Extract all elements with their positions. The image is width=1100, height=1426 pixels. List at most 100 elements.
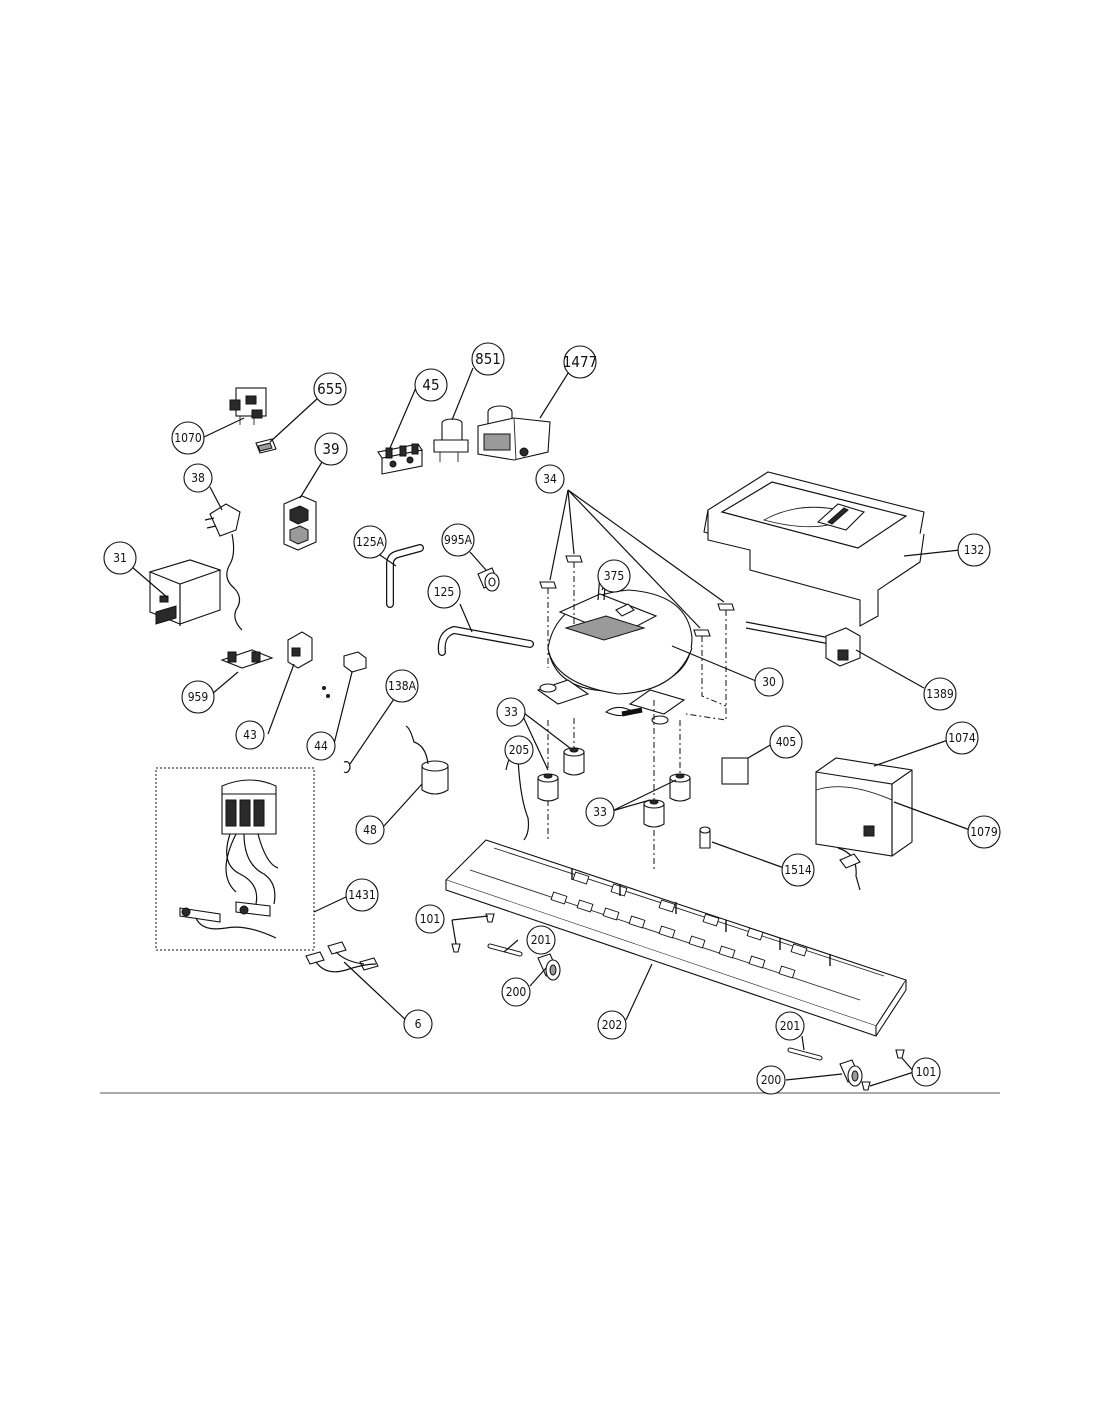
svg-text:43: 43 [243,728,257,742]
callout-202: 202 [597,1010,627,1040]
part-6-harness [305,941,379,973]
part-39-starter [283,495,317,551]
svg-text:205: 205 [509,743,530,757]
part-200-foot-right [839,1059,863,1087]
callout-200-left: 200 [501,977,531,1007]
part-33-feet-lower [643,773,691,828]
part-101-screws-right [861,1049,905,1091]
svg-text:38: 38 [191,471,205,485]
svg-text:34: 34 [543,472,557,486]
svg-text:405: 405 [776,735,797,749]
svg-text:138A: 138A [388,679,417,693]
callout-31: 31 [103,541,137,575]
svg-text:959: 959 [188,690,209,704]
svg-text:1079: 1079 [970,825,998,839]
svg-text:1070: 1070 [174,431,202,445]
callout-43: 43 [235,720,265,750]
svg-text:44: 44 [314,739,328,753]
callout-34: 34 [535,464,565,494]
callout-125A: 125A [353,525,387,559]
part-125A-pipe [386,544,424,608]
callout-138A: 138A [385,669,419,703]
part-1079-electronic-box [815,757,913,891]
callout-6: 6 [403,1009,433,1039]
callout-205: 205 [504,735,534,765]
part-30-compressor [536,573,693,725]
part-202-base-plate [444,839,907,1037]
svg-text:202: 202 [602,1018,623,1032]
callout-200-right: 200 [756,1065,786,1095]
callout-1477: 1477 [563,345,597,379]
part-45-terminal-block [377,443,423,475]
svg-text:1477: 1477 [563,353,597,371]
svg-text:33: 33 [593,805,607,819]
svg-text:851: 851 [475,350,501,368]
callout-655: 655 [313,372,347,406]
callout-132: 132 [957,533,991,567]
part-1389-heater [745,621,861,667]
svg-text:31: 31 [113,551,127,565]
callout-1431: 1431 [345,878,379,912]
svg-text:200: 200 [506,985,527,999]
part-995A-sleeve [477,567,500,592]
callout-38: 38 [183,463,213,493]
svg-text:30: 30 [762,675,776,689]
callout-44: 44 [306,731,336,761]
svg-text:1514: 1514 [784,863,812,877]
callout-33-lower: 33 [585,797,615,827]
callout-995A: 995A [441,523,475,557]
callout-959: 959 [181,680,215,714]
callout-201-left: 201 [526,925,556,955]
callout-39: 39 [314,432,348,466]
part-1431-kit [155,767,315,951]
svg-text:101: 101 [420,912,441,926]
svg-text:101: 101 [916,1065,937,1079]
svg-text:1431: 1431 [348,888,375,902]
callout-375: 375 [597,559,631,593]
part-405-label [721,757,749,785]
callout-1079: 1079 [967,815,1001,849]
part-48-capacitor [405,725,449,795]
svg-text:995A: 995A [444,533,473,547]
svg-text:655: 655 [317,380,343,398]
callout-201-right: 201 [775,1011,805,1041]
svg-text:125: 125 [434,585,455,599]
callout-33-upper: 33 [496,697,526,727]
callout-101-right: 101 [911,1057,941,1087]
callout-48: 48 [355,815,385,845]
svg-text:200: 200 [761,1073,782,1087]
part-1514-connector [699,826,711,849]
svg-text:1389: 1389 [926,687,954,701]
svg-text:39: 39 [322,440,339,458]
svg-text:45: 45 [422,376,439,394]
part-1070-connector [229,387,267,425]
part-31-cover-box [148,559,222,626]
part-851-relay [433,418,469,462]
part-201-pin-right [787,1047,823,1061]
callout-405: 405 [769,725,803,759]
part-138A-clip [343,761,351,774]
part-655-clip [255,438,277,454]
part-201-pin-left [487,943,523,957]
part-132-tray [703,471,925,627]
svg-text:375: 375 [604,569,625,583]
part-38-power-plug [204,503,243,631]
svg-text:6: 6 [415,1017,422,1031]
part-1477-control-unit [477,405,551,461]
svg-text:1074: 1074 [948,731,976,745]
callout-1070: 1070 [171,421,205,455]
part-125-tube [437,625,534,656]
part-34-grommets [539,555,735,637]
callout-851: 851 [471,342,505,376]
svg-text:201: 201 [531,933,552,947]
callout-1514: 1514 [781,853,815,887]
svg-text:132: 132 [964,543,985,557]
svg-text:201: 201 [780,1019,801,1033]
svg-text:125A: 125A [356,535,385,549]
callout-1389: 1389 [923,677,957,711]
svg-text:48: 48 [363,823,377,837]
callout-101-left: 101 [415,904,445,934]
callout-125: 125 [427,575,461,609]
callout-45: 45 [414,368,448,402]
